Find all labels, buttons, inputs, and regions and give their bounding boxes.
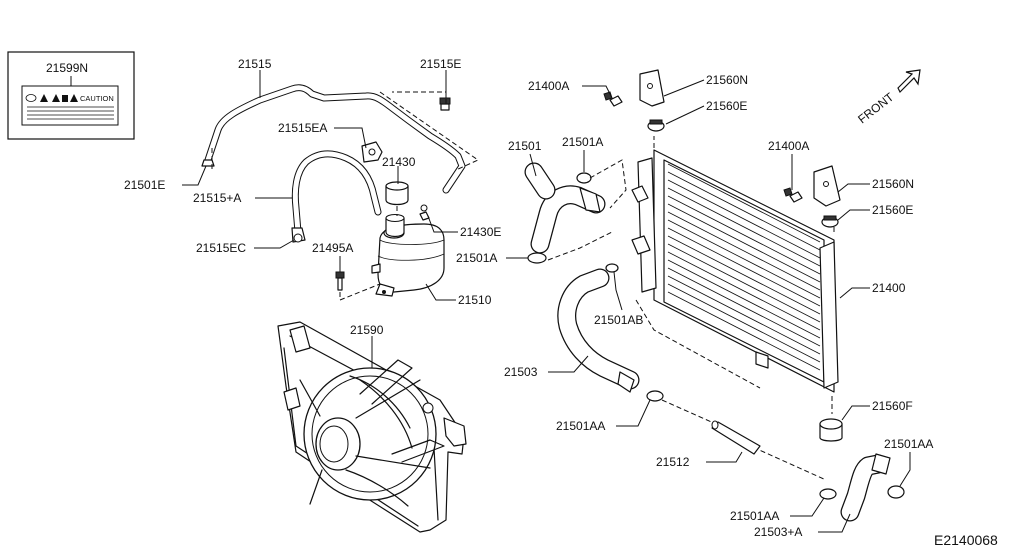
callout-21501AA-left: 21501AA [556, 419, 605, 433]
callout-21400: 21400 [872, 281, 906, 295]
callout-21503A: 21503+A [754, 525, 802, 539]
bracket-21560N-top [639, 69, 665, 107]
reservoir-cap-21430 [385, 181, 409, 206]
callout-21599N: 21599N [46, 61, 88, 75]
front-arrow-icon [897, 69, 921, 94]
front-label: FRONT [855, 89, 897, 126]
caution-label-part: 21599N CAUTION [7, 51, 135, 140]
callout-21501E: 21501E [124, 178, 165, 192]
callout-21400A-right: 21400A [768, 139, 809, 153]
bracket-21560N-right [813, 165, 841, 207]
callout-21560E-top: 21560E [706, 99, 747, 113]
reservoir-hose-21515 [201, 84, 466, 194]
callout-21515A: 21515+A [193, 191, 241, 205]
fan-shroud-21590 [277, 321, 467, 533]
callout-21501A-left: 21501A [456, 251, 497, 265]
callout-21501AB: 21501AB [594, 313, 643, 327]
callout-21560N-top: 21560N [706, 73, 748, 87]
callout-21512: 21512 [656, 455, 690, 469]
callout-21495A: 21495A [312, 241, 353, 255]
lower-hose-21503 [557, 268, 640, 393]
bolt-21495A [335, 271, 345, 291]
pipe-21512 [711, 420, 761, 455]
clamp-21501A-left [527, 252, 547, 264]
callout-21400A-top: 21400A [528, 79, 569, 93]
reservoir-hose-21515A [291, 150, 382, 243]
diagram-code: E2140068 [934, 532, 998, 548]
mount-21560F [819, 418, 843, 442]
callout-21560F: 21560F [872, 399, 913, 413]
clamp-21501AA-left [646, 390, 664, 402]
callout-21501AA-bottom: 21501AA [730, 509, 779, 523]
bolt-21400A-right [783, 187, 803, 203]
callout-21430: 21430 [382, 155, 416, 169]
callout-21501AA-right: 21501AA [884, 437, 933, 451]
radiator-21400 [631, 149, 839, 393]
callout-21503: 21503 [504, 365, 538, 379]
callout-21430E: 21430E [460, 225, 501, 239]
callout-21515E: 21515E [420, 57, 461, 71]
callout-21501: 21501 [508, 139, 542, 153]
clamp-21515EA [361, 141, 383, 163]
callout-21501A-top: 21501A [562, 135, 603, 149]
bolt-21400A-top [603, 91, 623, 107]
lower-hose-21503A [840, 453, 891, 522]
callout-21560N-right: 21560N [872, 177, 914, 191]
clamp-21501AA-right [887, 485, 905, 499]
callout-21590: 21590 [350, 323, 384, 337]
clamp-21501A-top [576, 172, 592, 184]
callout-21510: 21510 [458, 293, 492, 307]
upper-hose-21501 [524, 162, 606, 254]
callout-21560E-right: 21560E [872, 203, 913, 217]
mount-21560E-top [647, 119, 665, 132]
reservoir-tank-21510 [371, 214, 445, 297]
clamp-21430E [419, 204, 430, 221]
mount-21560E-right [821, 215, 839, 228]
callout-21515: 21515 [238, 57, 272, 71]
callout-21515EC: 21515EC [196, 241, 246, 255]
clamp-21501AA-bottom [819, 488, 837, 500]
caution-triangle-icon [25, 94, 78, 102]
caution-text: CAUTION [80, 94, 114, 103]
clamp-21501AB [605, 263, 619, 273]
callout-21515EA: 21515EA [278, 121, 327, 135]
